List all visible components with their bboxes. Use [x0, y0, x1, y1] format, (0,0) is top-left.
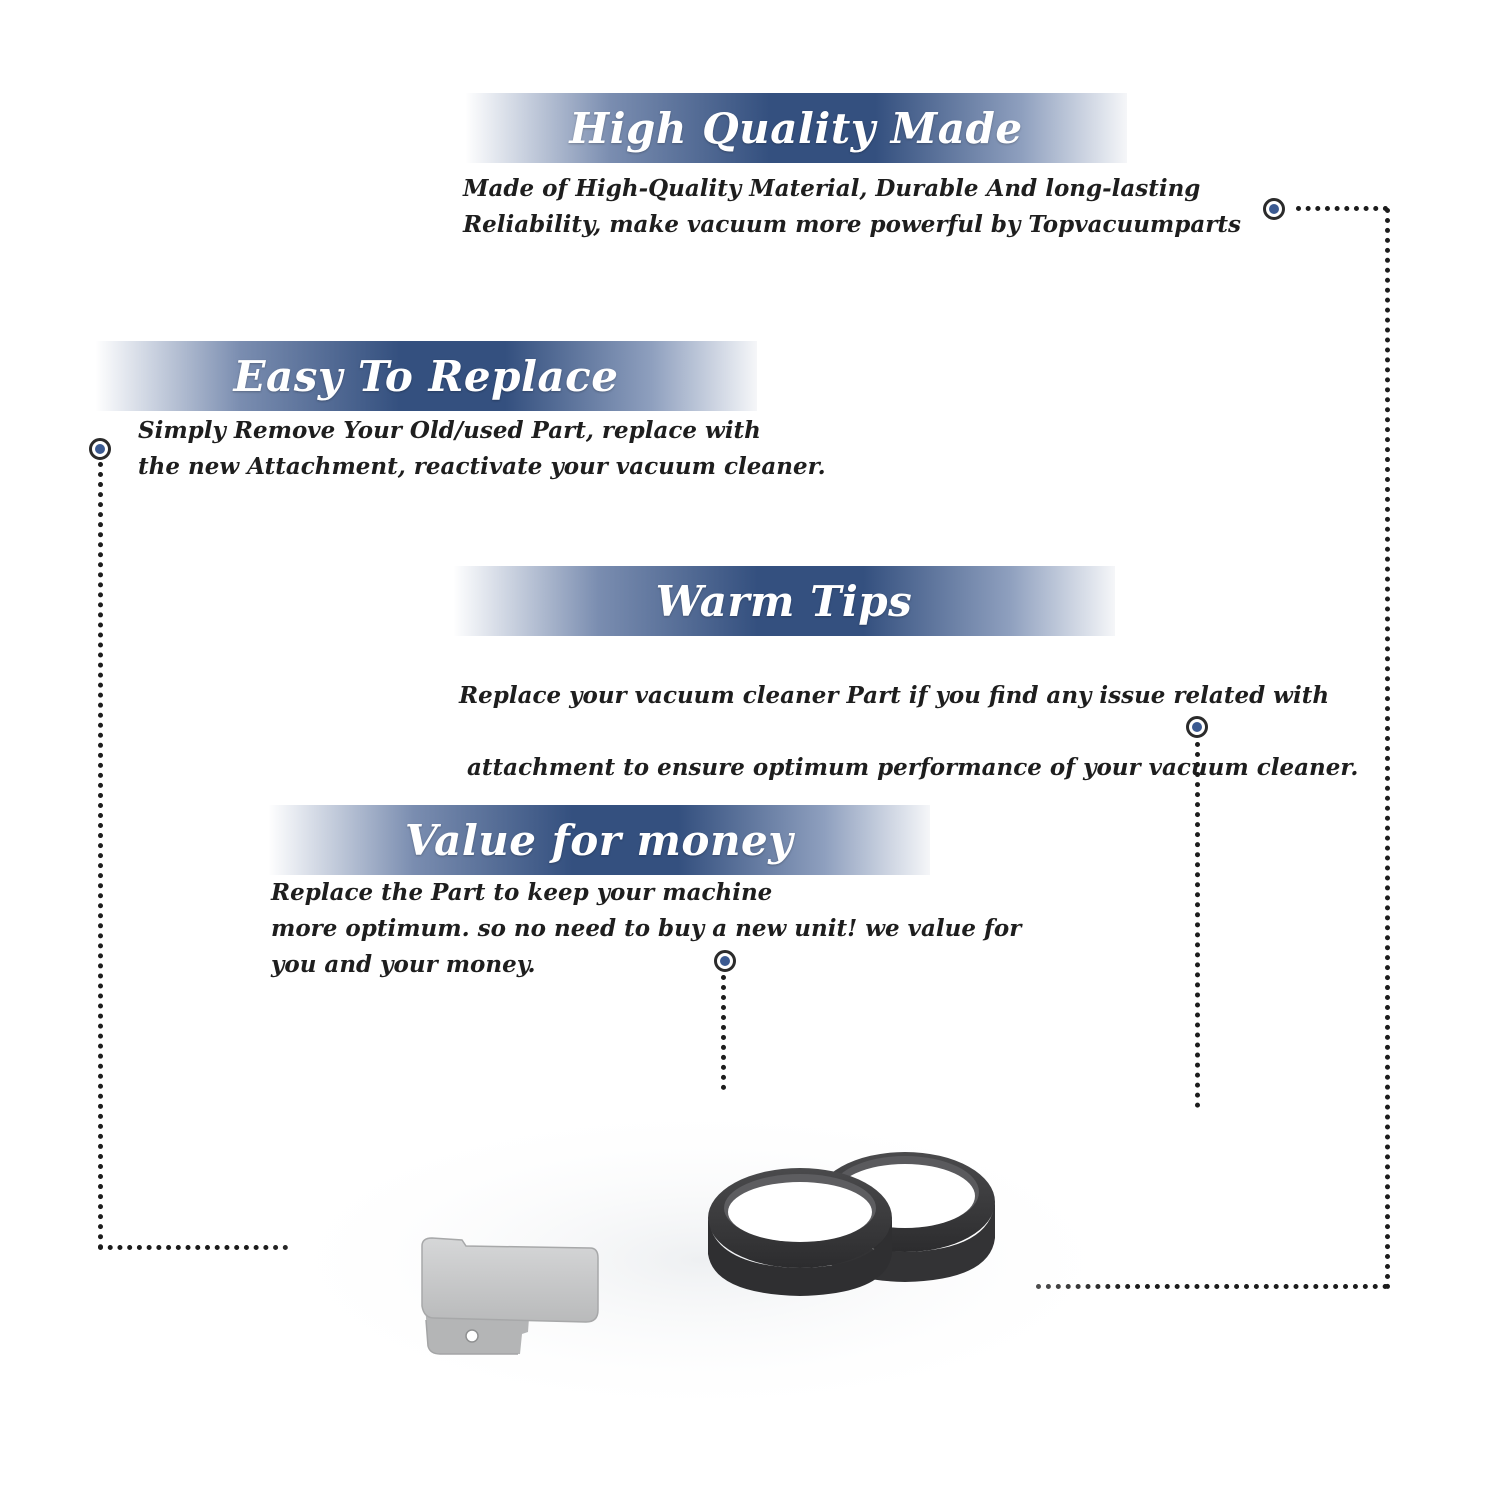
- marker-icon: [1186, 716, 1208, 738]
- marker-icon: [714, 950, 736, 972]
- banner-value-for-money: Value for money: [268, 805, 930, 875]
- desc-line: Replace the Part to keep your machine: [271, 879, 773, 906]
- quality-description: Made of High-Quality Material, Durable A…: [463, 171, 1241, 243]
- desc-line: you and your money.: [271, 951, 536, 978]
- desc-line: more optimum. so no need to buy a new un…: [271, 915, 1022, 942]
- connector-line: [1195, 742, 1205, 1108]
- banner-title: High Quality Made: [569, 103, 1023, 153]
- connector-line: [1036, 1284, 1388, 1294]
- banner-title: Easy To Replace: [233, 351, 619, 401]
- tips-description: Replace your vacuum cleaner Part if you …: [443, 642, 1358, 786]
- desc-line: the new Attachment, reactivate your vacu…: [138, 453, 826, 480]
- marker-icon: [89, 438, 111, 460]
- desc-line: Simply Remove Your Old/used Part, replac…: [138, 417, 761, 444]
- connector-line: [98, 462, 108, 1250]
- desc-line: Reliability, make vacuum more powerful b…: [463, 211, 1241, 238]
- banner-title: Warm Tips: [655, 576, 913, 626]
- banner-easy-to-replace: Easy To Replace: [95, 341, 757, 411]
- connector-line: [1385, 208, 1395, 1290]
- value-description: Replace the Part to keep your machine mo…: [271, 875, 1021, 983]
- vacuum-belts-image: [708, 1152, 995, 1296]
- marker-icon: [1263, 198, 1285, 220]
- gray-clip-part-image: [421, 1237, 599, 1355]
- connector-line: [721, 975, 731, 1090]
- desc-line: Replace your vacuum cleaner Part if you …: [459, 682, 1330, 709]
- connector-line: [98, 1245, 288, 1255]
- connector-line: [1296, 206, 1388, 216]
- banner-warm-tips: Warm Tips: [453, 566, 1115, 636]
- banner-title: Value for money: [404, 815, 794, 865]
- desc-line: Made of High-Quality Material, Durable A…: [463, 175, 1201, 202]
- banner-high-quality: High Quality Made: [465, 93, 1127, 163]
- desc-line: attachment to ensure optimum performance…: [459, 754, 1359, 781]
- replace-description: Simply Remove Your Old/used Part, replac…: [138, 413, 826, 485]
